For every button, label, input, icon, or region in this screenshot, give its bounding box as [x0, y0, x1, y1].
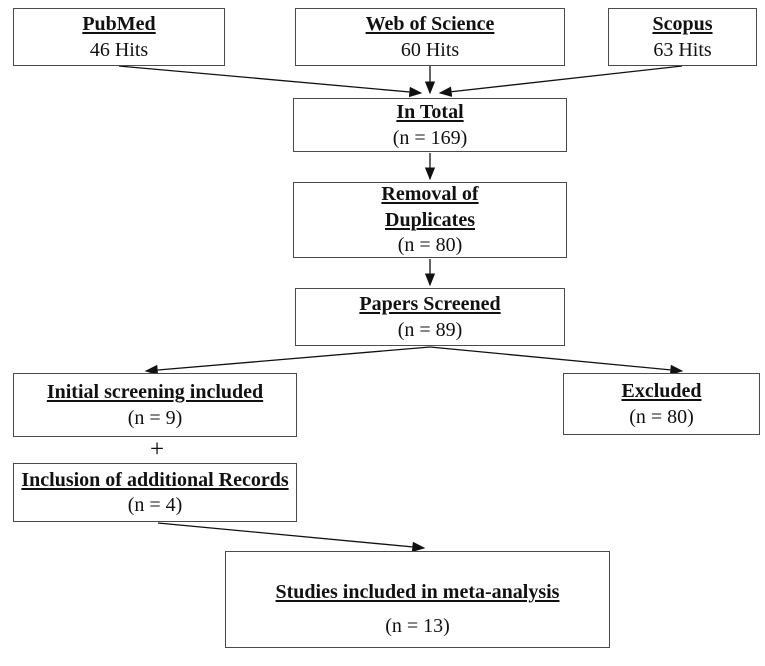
node-in-total-count: (n = 169) — [392, 126, 468, 149]
node-web-of-science-count: 60 Hits — [400, 38, 460, 61]
node-in-total: In Total (n = 169) — [293, 98, 567, 152]
node-scopus-title: Scopus — [652, 13, 713, 36]
arrow-screened-to-included — [144, 346, 431, 376]
node-papers-screened-title: Papers Screened — [359, 293, 501, 316]
node-excluded-count: (n = 80) — [629, 405, 694, 428]
node-excluded: Excluded (n = 80) — [563, 373, 760, 435]
node-studies-included-count: (n = 13) — [385, 614, 450, 637]
node-initial-screening-included-count: (n = 9) — [127, 406, 183, 429]
arrow-scopus-to-total — [438, 65, 683, 97]
arrow-additional-to-final — [157, 522, 426, 553]
node-initial-screening-included: Initial screening included (n = 9) — [13, 373, 297, 437]
node-studies-included-in-meta-analysis: Studies included in meta-analysis (n = 1… — [225, 551, 610, 648]
node-inclusion-of-additional-records-title: Inclusion of additional Records — [21, 468, 289, 491]
node-web-of-science: Web of Science 60 Hits — [295, 8, 565, 66]
node-initial-screening-included-title: Initial screening included — [46, 381, 264, 404]
node-studies-included-title: Studies included in meta-analysis — [275, 581, 560, 604]
node-papers-screened-count: (n = 89) — [397, 318, 463, 341]
arrow-screened-to-excluded — [429, 346, 684, 376]
arrow-pubmed-to-total — [118, 65, 423, 98]
node-removal-of-duplicates-count: (n = 80) — [397, 234, 463, 257]
node-inclusion-of-additional-records: Inclusion of additional Records (n = 4) — [13, 463, 297, 522]
plus-sign: + — [149, 436, 165, 463]
node-removal-of-duplicates-title-line2: Duplicates — [385, 208, 475, 231]
node-inclusion-of-additional-records-count: (n = 4) — [127, 494, 183, 516]
node-pubmed-count: 46 Hits — [89, 38, 149, 61]
node-pubmed-title: PubMed — [82, 13, 156, 36]
node-excluded-title: Excluded — [621, 380, 702, 403]
node-removal-of-duplicates-title-line1: Removal of — [381, 183, 479, 206]
node-removal-of-duplicates: Removal of Duplicates (n = 80) — [293, 182, 567, 258]
node-scopus-count: 63 Hits — [653, 38, 712, 61]
node-web-of-science-title: Web of Science — [365, 13, 495, 36]
node-pubmed: PubMed 46 Hits — [13, 8, 225, 66]
node-scopus: Scopus 63 Hits — [608, 8, 757, 66]
node-papers-screened: Papers Screened (n = 89) — [295, 288, 565, 346]
node-in-total-title: In Total — [396, 101, 464, 124]
